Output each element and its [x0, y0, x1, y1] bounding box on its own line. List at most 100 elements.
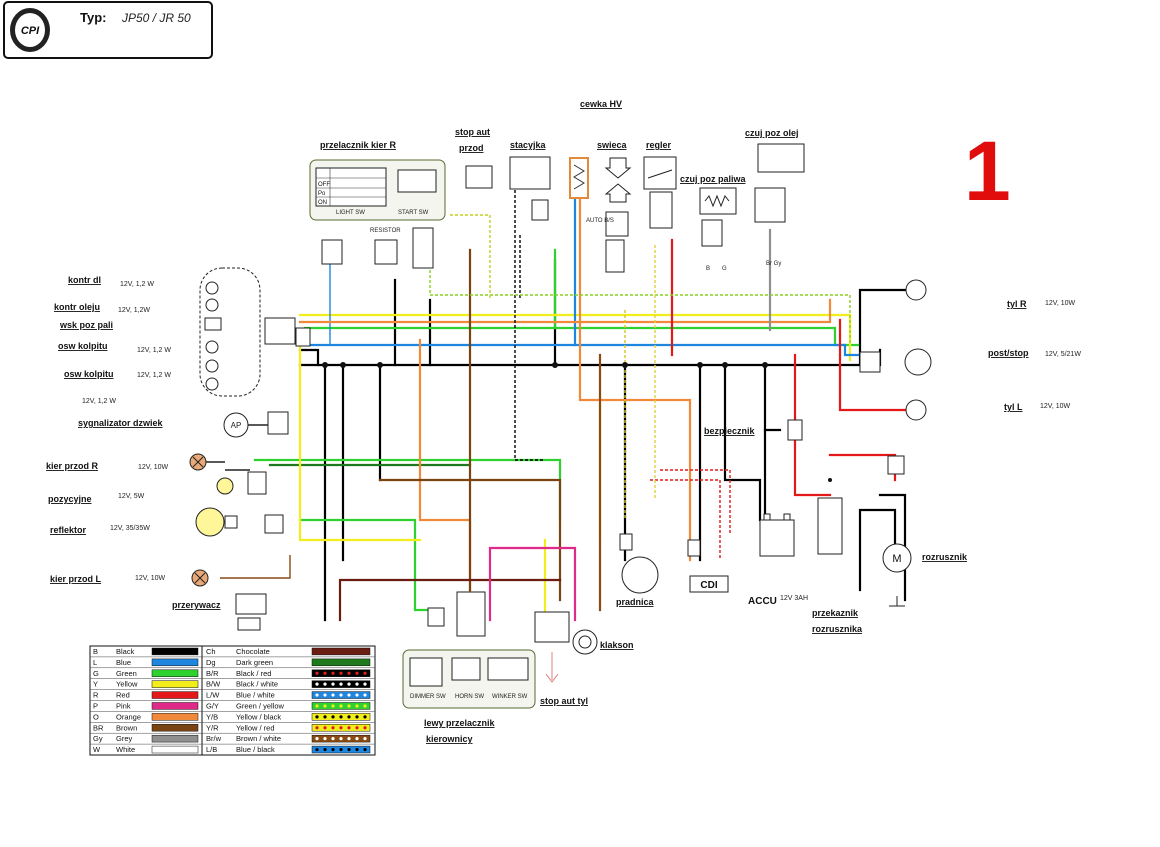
legend-dot [339, 693, 343, 697]
legend-dot [355, 726, 359, 730]
legend-swatch [151, 680, 199, 688]
legend-swatch [311, 647, 371, 656]
switch-on: ON [318, 200, 327, 206]
dimmer-sw-label: DIMMER SW [410, 694, 446, 700]
legend-name: Blue [116, 658, 131, 667]
legend-dot [323, 671, 327, 675]
switch-po: Po [318, 191, 326, 197]
legend-dot [347, 715, 351, 719]
legend-dot [355, 747, 359, 752]
kierownicy-label: kierownicy [426, 734, 473, 744]
legend-swatch [151, 734, 199, 743]
przod-label: przod [459, 143, 484, 153]
legend-swatch [151, 669, 199, 677]
legend-dot [315, 747, 319, 752]
legend-code: Y/B [206, 712, 218, 721]
legend-code: Dg [206, 658, 216, 667]
fuse: bezpiecznik [704, 419, 803, 441]
legend-name: Blue / black [236, 745, 275, 754]
legend-dot [347, 747, 351, 752]
legend-name: Black [116, 647, 135, 656]
oil-sensor-label: czuj poz olej [745, 128, 799, 138]
left-label-spec: 12V, 5W [118, 493, 145, 500]
header-box: CPI Typ: JP50 / JR 50 [3, 1, 213, 59]
legend-code: G [93, 669, 99, 678]
cewka-hv-label: cewka HV [580, 99, 622, 109]
legend-swatch [151, 724, 199, 732]
legend-dot [323, 704, 327, 708]
right-label-spec: 12V, 10W [1045, 300, 1075, 307]
legend-name: Yellow [116, 680, 138, 689]
legend-name: Brown [116, 723, 137, 732]
regler-label: regler [646, 140, 672, 150]
legend-dot [363, 715, 367, 719]
legend-dot [339, 726, 343, 730]
resistor-label: RESISTOR [370, 228, 401, 234]
left-label-name: osw kolpitu [64, 369, 114, 379]
legend-dot [315, 704, 319, 708]
legend-dot [331, 737, 335, 741]
legend-code: Y/R [206, 723, 219, 732]
model-name: JP50 / JR 50 [121, 11, 191, 25]
right-labels: tyl R 12V, 10W post/stop 12V, 5/21W tyl … [988, 299, 1081, 412]
legend-dot [339, 704, 343, 708]
legend-code: BR [93, 723, 104, 732]
legend-code: Gy [93, 734, 103, 743]
left-label-name: reflektor [50, 525, 87, 535]
legend-dot [363, 726, 367, 730]
legend-name: Yellow / red [236, 723, 275, 732]
wire-junctions [322, 362, 832, 482]
legend-name: Green [116, 669, 137, 678]
legend-dot [331, 747, 335, 752]
rear-lights [904, 279, 932, 421]
legend-dot [347, 671, 351, 675]
legend-dot [339, 682, 343, 686]
legend-swatch [151, 647, 199, 656]
left-label-name: osw kolpitu [58, 341, 108, 351]
right-label-name: tyl R [1007, 299, 1027, 309]
legend-dot [363, 704, 367, 708]
fuel-sensor-label: czuj poz paliwa [680, 174, 747, 184]
bezpiecznik-label: bezpiecznik [704, 426, 756, 436]
rear-brake-switch: stop aut tyl [534, 611, 588, 706]
legend-code: B [93, 647, 98, 656]
legend-dot [323, 715, 327, 719]
right-switch-label: przelacznik kier R [320, 140, 397, 150]
instrument-cluster [199, 267, 261, 397]
pradnica-label: pradnica [616, 597, 655, 607]
horn: klakson [572, 629, 634, 655]
legend-dot [339, 671, 343, 675]
legend-dot [339, 747, 343, 752]
stop-aut-label: stop aut [455, 127, 490, 137]
cpi-logo: CPI [10, 8, 50, 52]
legend-code: L/W [206, 691, 220, 700]
wire-g-label: G [722, 266, 727, 272]
legend-dot [315, 682, 319, 686]
left-label-name: wsk poz pali [59, 320, 113, 330]
legend-dot [363, 671, 367, 675]
legend-dot [331, 704, 335, 708]
left-switch: DIMMER SW HORN SW WINKER SW lewy przelac… [402, 649, 536, 744]
flasher-relay: przerywacz [172, 593, 267, 631]
legend-dot [347, 726, 351, 730]
legend-name: Chocolate [236, 647, 270, 656]
right-label-name: tyl L [1004, 402, 1023, 412]
przekaznik-label: przekaznik [812, 608, 859, 618]
buzzer: AP [223, 412, 249, 438]
legend-dot [355, 704, 359, 708]
legend-swatch [311, 658, 371, 667]
lewy-label: lewy przelacznik [424, 718, 496, 728]
generator: pradnica CDI [616, 556, 729, 607]
auto-bs-label: AUTO B/S [586, 218, 614, 224]
legend-swatch [151, 713, 199, 721]
left-label-spec: 12V, 10W [138, 464, 168, 471]
ignition-switch: stacyjka [509, 140, 551, 221]
legend-dot [363, 693, 367, 697]
legend-dot [363, 682, 367, 686]
type-label: Typ: [80, 10, 106, 25]
legend-dot [331, 671, 335, 675]
motor-m: M [892, 553, 901, 565]
legend-code: O [93, 712, 99, 721]
left-label-name: kier przod R [46, 461, 99, 471]
